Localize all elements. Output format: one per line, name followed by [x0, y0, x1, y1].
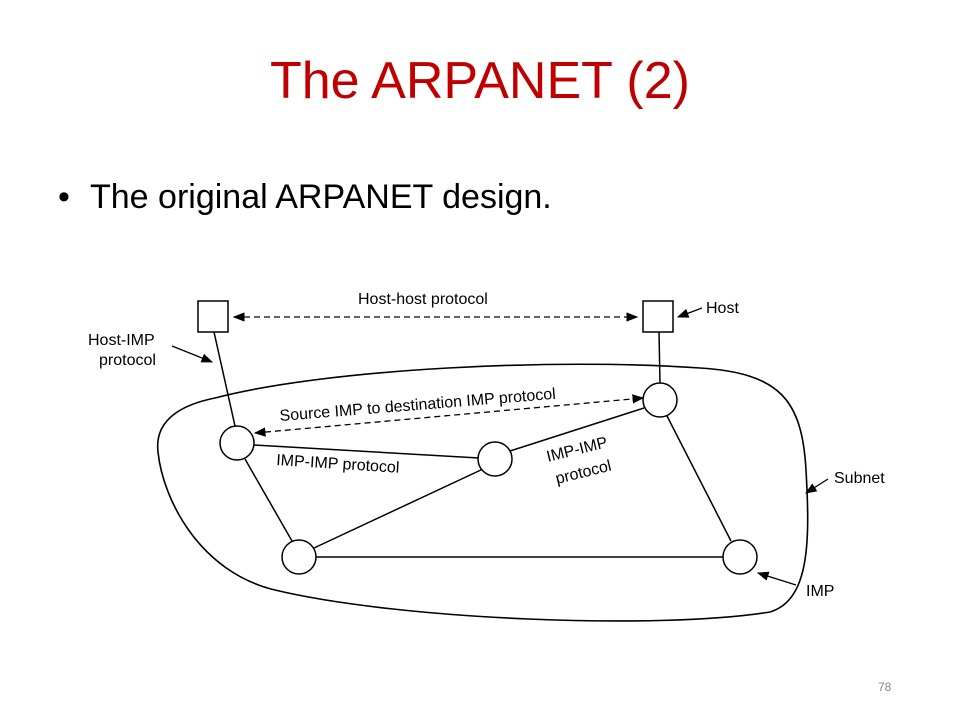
source-dest-imp-arrow — [253, 394, 645, 437]
slide-number: 78 — [878, 680, 892, 694]
bullet-dot: • — [58, 178, 70, 216]
host-imp-link-left — [213, 331, 236, 427]
imp-node-center — [477, 441, 513, 477]
imp-link-c-e — [666, 415, 732, 542]
imp-imp-protocol-left-label: IMP-IMP protocol — [276, 452, 400, 477]
imp-link-b-d — [313, 468, 484, 549]
slide-title: The ARPANET (2) — [270, 52, 690, 110]
imp-node-left — [219, 425, 255, 461]
imp-label: IMP — [806, 583, 834, 600]
host-box-right — [642, 300, 674, 333]
host-pointer-arrow — [676, 307, 703, 318]
host-imp-label-line2: protocol — [99, 352, 156, 369]
host-label: Host — [706, 300, 739, 317]
subnet-boundary — [157, 363, 809, 622]
subnet-pointer-arrow — [805, 478, 829, 494]
imp-link-a-d — [244, 458, 293, 542]
host-host-protocol-label: Host-host protocol — [358, 291, 488, 308]
host-box-left — [197, 300, 229, 333]
imp-node-bottom-left — [281, 539, 317, 575]
bullet-item: • The original ARPANET design. — [58, 178, 552, 217]
host-imp-label-line1: Host-IMP — [88, 332, 155, 349]
imp-link-a-b — [253, 444, 480, 459]
source-imp-protocol-label: Source IMP to destination IMP protocol — [279, 386, 556, 425]
imp-pointer-arrow — [756, 571, 797, 586]
host-imp-pointer-arrow — [171, 345, 214, 363]
imp-link-b-c — [509, 407, 645, 452]
bullet-text: The original ARPANET design. — [90, 178, 552, 216]
imp-node-bottom-right — [722, 539, 758, 575]
host-imp-link-right — [658, 331, 661, 384]
imp-node-top-right — [642, 382, 678, 418]
subnet-label: Subnet — [834, 470, 885, 487]
